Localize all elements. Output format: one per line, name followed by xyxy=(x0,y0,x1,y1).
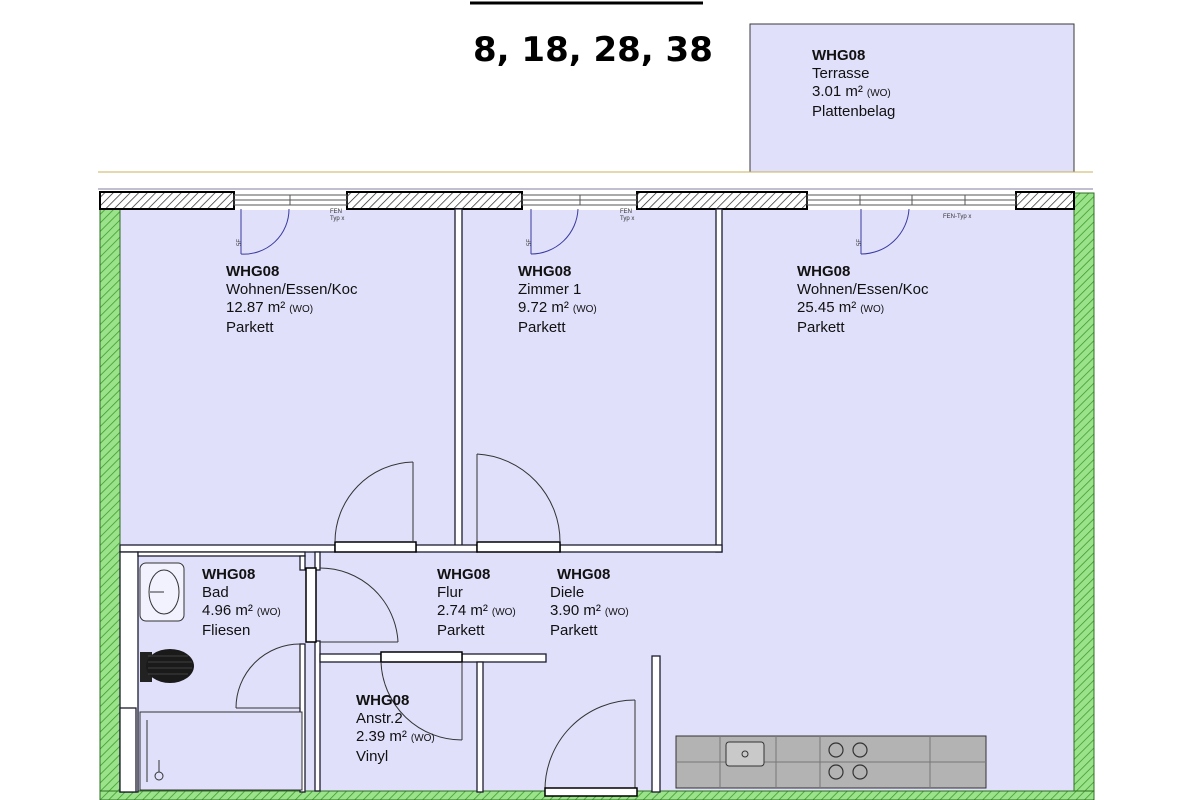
room-label-wohnen-1: WHG08 Wohnen/Essen/Koc 12.87 m²(WO) Park… xyxy=(226,263,357,337)
room-area-tag: (WO) xyxy=(256,607,281,618)
room-name: Wohnen/Essen/Koc xyxy=(797,281,929,298)
room-floor: Parkett xyxy=(226,319,274,336)
room-floor: Fliesen xyxy=(202,622,251,639)
room-name: Terrasse xyxy=(812,65,870,82)
room-label-diele: WHG08 Diele 3.90 m²(WO) Parkett xyxy=(550,566,629,640)
washbasin xyxy=(139,562,185,622)
facade-wall-segment xyxy=(636,191,808,210)
window-tag-line1: FEN xyxy=(620,209,632,215)
room-id: WHG08 xyxy=(356,692,410,709)
room-label-anstr: WHG08 Anstr.2 2.39 m²(WO) Vinyl xyxy=(356,692,435,766)
room-name: Flur xyxy=(437,584,463,601)
room-floor: Parkett xyxy=(797,319,845,336)
shower-tray xyxy=(139,711,303,791)
bath-door xyxy=(235,643,301,709)
room-area: 4.96 m² xyxy=(202,602,253,619)
window-tag-line2: Typ x xyxy=(620,216,635,222)
anstr-door xyxy=(380,651,463,741)
window-tag-line2: Typ x xyxy=(330,216,345,222)
room-area: 3.01 m² xyxy=(812,83,863,100)
entrance-door xyxy=(544,699,638,797)
room-area-tag: (WO) xyxy=(410,733,435,744)
room-area-tag: (WO) xyxy=(604,607,629,618)
room-id: WHG08 xyxy=(226,263,280,280)
room-name: Diele xyxy=(550,584,585,601)
room-id: WHG08 xyxy=(557,566,611,583)
room-id: WHG08 xyxy=(812,47,866,64)
unit-numbers: 8, 18, 28, 38 xyxy=(473,30,713,70)
room-area: 12.87 m² xyxy=(226,299,286,316)
room-label-terrasse: WHG08 Terrasse 3.01 m²(WO) Plattenbelag xyxy=(812,47,895,121)
apartment-floor xyxy=(120,210,1074,795)
room-area-tag: (WO) xyxy=(289,304,314,315)
room-label-wohnen-2: WHG08 Wohnen/Essen/Koc 25.45 m²(WO) Park… xyxy=(797,263,928,337)
room-area-tag: (WO) xyxy=(572,304,597,315)
window-swing-1 xyxy=(240,208,290,255)
room-area-tag: (WO) xyxy=(866,88,891,99)
room-id: WHG08 xyxy=(797,263,851,280)
window-tag-line1: FEN xyxy=(330,209,342,215)
room-area: 9.72 m² xyxy=(518,299,569,316)
door-swing-mark: 5F xyxy=(857,238,864,247)
room-label-zimmer-1: WHG08 Zimmer 1 9.72 m²(WO) Parkett xyxy=(518,263,597,337)
room-label-flur: WHG08 Flur 2.74 m²(WO) Parkett xyxy=(437,566,516,640)
window-swing-2 xyxy=(530,208,579,255)
door-swing-mark: 5F xyxy=(527,238,534,247)
room-name: Bad xyxy=(202,584,229,601)
flur-door xyxy=(305,567,399,643)
cooktop xyxy=(828,742,868,780)
room-floor: Vinyl xyxy=(356,748,389,765)
window-tag-line1: FEN-Typ x xyxy=(943,214,972,220)
room-name: Wohnen/Essen/Koc xyxy=(226,281,358,298)
window-1 xyxy=(233,194,348,206)
room-area-tag: (WO) xyxy=(491,607,516,618)
room-floor: Parkett xyxy=(518,319,566,336)
room-id: WHG08 xyxy=(518,263,572,280)
window-2 xyxy=(521,194,638,206)
zimmer1-door xyxy=(476,453,561,553)
window-tag: FEN Typ x xyxy=(330,209,344,223)
room-id: WHG08 xyxy=(437,566,491,583)
room-id: WHG08 xyxy=(202,566,256,583)
facade-wall-segment xyxy=(1015,191,1075,210)
room-name: Anstr.2 xyxy=(356,710,403,727)
window-tag: FEN Typ x xyxy=(620,209,634,223)
kitchen-sink xyxy=(725,741,765,767)
terrace-area xyxy=(749,23,1075,173)
toilet xyxy=(140,649,194,683)
room-name: Zimmer 1 xyxy=(518,281,582,298)
facade-wall-segment xyxy=(99,191,235,210)
exterior-wall-right xyxy=(1073,192,1095,800)
room-area: 3.90 m² xyxy=(550,602,601,619)
window-tag: FEN-Typ x xyxy=(943,214,971,221)
room-floor: Plattenbelag xyxy=(812,103,896,120)
room-label-bad: WHG08 Bad 4.96 m²(WO) Fliesen xyxy=(202,566,281,640)
room-floor: Parkett xyxy=(437,622,485,639)
window-swing-3 xyxy=(860,208,910,255)
door-swing-mark: 5F xyxy=(237,238,244,247)
kitchen-counter xyxy=(675,735,987,789)
interior-walls xyxy=(119,208,723,793)
room-area: 2.74 m² xyxy=(437,602,488,619)
room-area: 2.39 m² xyxy=(356,728,407,745)
exterior-wall-left xyxy=(99,192,121,800)
window-3 xyxy=(806,194,1017,206)
room-area-tag: (WO) xyxy=(860,304,885,315)
room-floor: Parkett xyxy=(550,622,598,639)
room-area: 25.45 m² xyxy=(797,299,857,316)
facade-wall-segment xyxy=(346,191,523,210)
room1-door xyxy=(334,461,417,553)
